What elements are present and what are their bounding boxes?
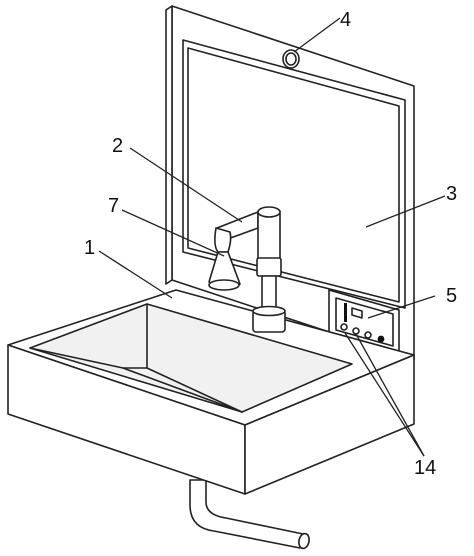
camera-icon <box>282 49 300 69</box>
display-screen <box>351 307 363 319</box>
mirror <box>182 39 406 309</box>
label-spray-head: 7 <box>108 195 119 217</box>
label-sink: 1 <box>84 237 95 259</box>
label-control-panel: 5 <box>446 285 457 307</box>
label-mirror: 3 <box>446 183 457 205</box>
control-button <box>352 327 360 335</box>
spray-head <box>208 227 241 291</box>
label-buttons: 14 <box>414 457 436 479</box>
control-button <box>377 335 385 343</box>
label-faucet: 2 <box>112 135 123 157</box>
faucet <box>216 206 286 333</box>
indicator-bar <box>344 303 347 322</box>
control-button <box>364 331 372 339</box>
drain-pipe <box>189 479 310 550</box>
sink-basin <box>7 289 415 495</box>
control-button <box>340 323 348 331</box>
leader-lines <box>98 17 446 457</box>
label-camera: 4 <box>340 9 351 31</box>
